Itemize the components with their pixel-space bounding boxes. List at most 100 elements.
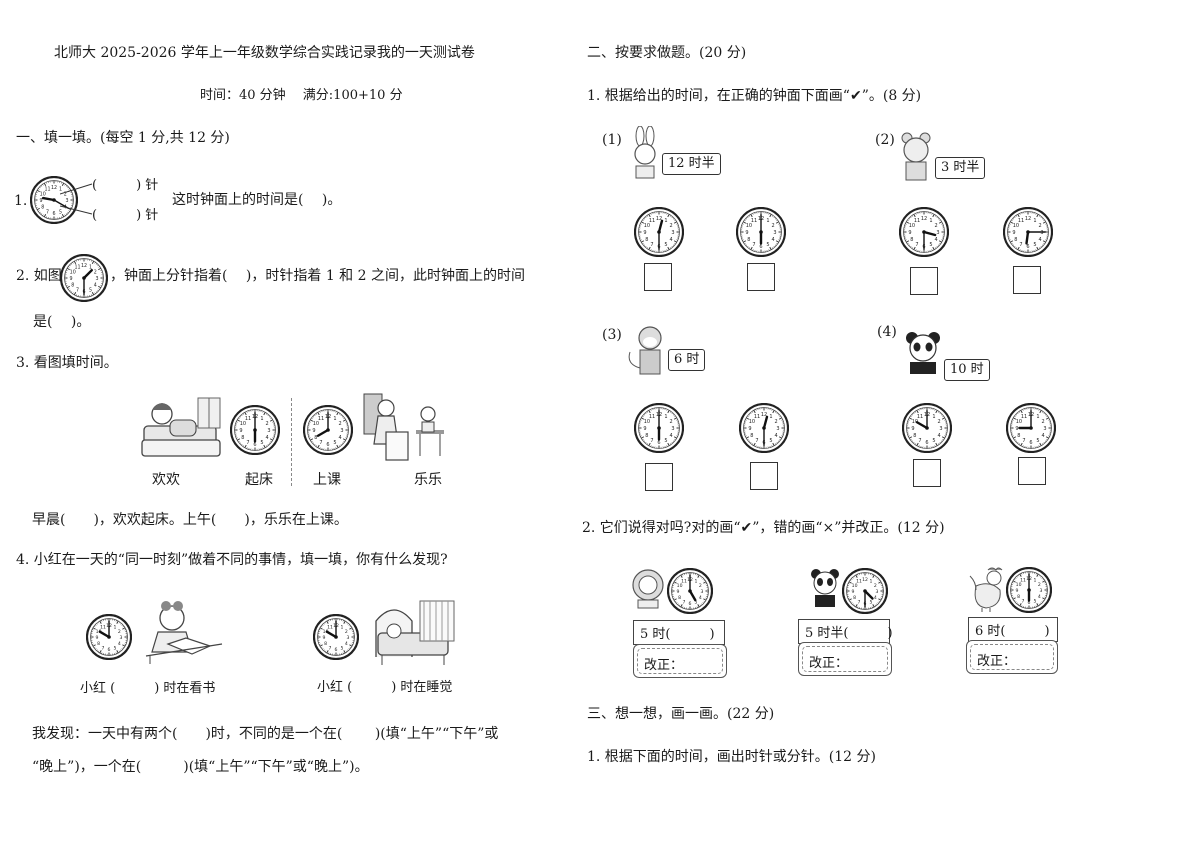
clock-tick [1043,441,1045,444]
q3-answer-line[interactable]: 早晨( )，欢欢起床。上午( )，乐乐在上课。 [32,512,348,528]
clock-tick [1041,244,1044,246]
check-box-2a[interactable] [910,267,938,295]
clock-tick [911,414,914,416]
clock-numeral: 11 [754,414,760,420]
clock-tick [745,417,750,420]
check-box-3a[interactable] [645,463,673,491]
check-box-2b[interactable] [1013,266,1041,294]
clock-numeral: 3 [701,589,704,595]
check-box-4b[interactable] [1018,457,1046,485]
clock-tick [910,438,912,441]
check-box-3b[interactable] [750,462,778,490]
clock-tick [669,215,672,217]
clock-tick [1041,218,1044,220]
answer-box-1[interactable]: 5 时( ) [633,620,725,645]
clock-tick [122,646,125,649]
clock-numeral: 7 [319,440,322,446]
s2q1-text: 1. 根据给出的时间，在正确的钟面下面画“✔”。(8 分) [587,88,922,104]
clock-numeral: 5 [932,438,935,444]
check-box-4a[interactable] [913,459,941,487]
clock-tick [343,417,345,420]
clock-tick [640,240,645,243]
check-box-1a[interactable] [644,263,672,291]
exam-meta: 时间：40 分钟 满分:100+10 分 [200,88,403,103]
clock-tick [671,412,673,415]
clock-tick [874,575,877,578]
caption-reading[interactable]: 小红 ( ) 时在看书 [80,681,216,696]
clock-numeral: 12 [51,185,57,191]
answer-box-3[interactable]: 6 时( ) [968,617,1058,642]
clock-tick [878,581,882,584]
clock-tick [1036,213,1039,218]
hand-blank-top[interactable]: ( ) 针 [92,178,159,193]
clock-tick [1045,223,1047,225]
caption-sleeping[interactable]: 小红 ( ) 时在睡觉 [317,680,453,695]
clock-tick [96,649,98,651]
discovery-line2[interactable]: “晚上”)，一个在( )(填“上午”“下午”或“晚上”)。 [32,759,369,775]
clock-numeral: 3 [876,589,879,595]
correction-box-1[interactable]: 改正： [633,644,727,678]
clock-tick [1016,576,1018,578]
clock-tick [61,214,65,218]
clock-tick [772,442,775,447]
clock-numeral: 11 [327,625,333,631]
clock-numeral: 10 [912,419,918,425]
hour-hand [316,428,330,437]
correction-box-2[interactable]: 改正： [798,642,892,676]
section1-heading: 一、填一填。(每空 1 分,共 12 分) [16,130,230,146]
correction-label-2: 改正： [809,656,849,671]
clock-numeral: 11 [649,218,655,224]
clock-numeral: 6 [108,647,111,653]
clock-tick [66,285,70,289]
clock-tick [669,411,672,413]
clock-tick [315,413,318,415]
clock-tick [345,650,348,653]
clock-tick [241,443,243,446]
item-4-number: (4) [877,324,897,340]
clock-numeral: 7 [650,438,653,444]
clock-numeral: 8 [97,641,100,647]
clock-numeral: 9 [39,198,42,204]
clock-tick [1015,440,1018,442]
clock-tick [774,218,777,220]
clock-tick [42,184,44,186]
clock-tick [124,643,127,645]
clock-tick [914,411,917,413]
clock-tick [776,219,778,222]
correction-box-3[interactable]: 改正： [966,640,1058,674]
clock-tick [345,421,347,423]
clock-tick [239,442,242,444]
hand-blank-bottom[interactable]: ( ) 针 [92,208,159,223]
clock-numeral: 3 [347,635,350,641]
clock-tick [750,412,752,415]
answer-box-2[interactable]: 5 时半( ) [798,619,893,644]
clock-tick [880,597,883,599]
clock-numeral: 9 [748,426,751,432]
clock-tick [1011,596,1014,598]
clock-tick [1009,221,1014,224]
clock-tick [646,443,649,445]
clock-tick [648,442,651,447]
clock-numeral: 10 [313,421,319,427]
clock-numeral: 1 [870,579,873,585]
clock-tick [849,579,852,582]
clock-tick [848,598,852,601]
discovery-line1[interactable]: 我发现：一天中有两个( )时，不同的是一个在( )(填“上午”“下午”或 [32,726,499,742]
clock-numeral: 6 [759,244,762,250]
check-box-1b[interactable] [747,263,775,291]
clock-numeral: 8 [41,205,44,211]
clock-center [1026,230,1030,234]
clock-tick [645,216,647,219]
clock-tick [347,649,349,651]
clock-numeral: 1 [932,414,935,420]
clock-numeral: 4 [775,433,778,439]
clock-tick [905,239,907,241]
clock-tick [1040,576,1042,578]
clock-tick [1012,436,1017,439]
clock-tick [753,442,756,447]
clock-tick [916,442,919,447]
clock-tick [871,573,873,576]
clock-numeral: 11 [44,187,50,193]
clock-numeral: 5 [114,645,117,651]
